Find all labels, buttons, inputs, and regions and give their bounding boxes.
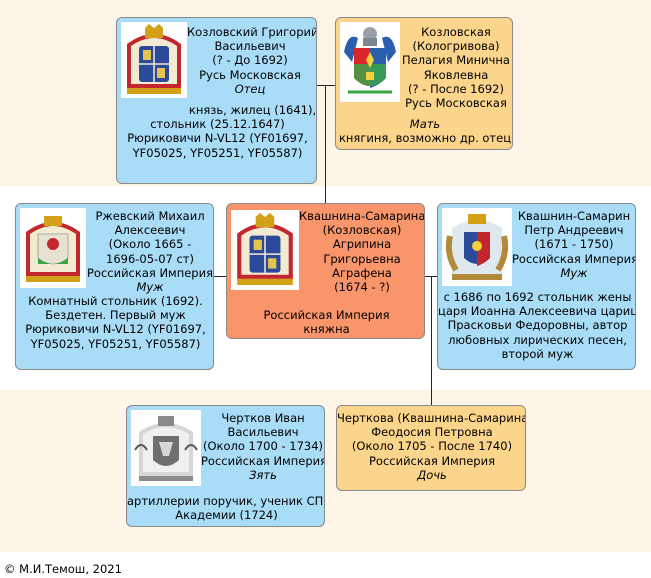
father-note-line4: YF05025, YF05251, YF05587)	[132, 145, 303, 160]
daughter-place: Российская Империя	[368, 453, 496, 468]
father-note-line3: Рюриковичи N-VL12 (YF01697,	[127, 131, 308, 146]
father-name-block: Козловский Григорий Васильевич (? - До 1…	[187, 25, 317, 96]
card-son-in-law[interactable]: Чертков Иван Васильевич (Около 1700 - 17…	[126, 405, 325, 527]
husband2-role: Муж	[560, 265, 588, 280]
parents-to-subject-line	[325, 85, 326, 204]
husband2-note-line2: царя Иоанна Алексеевича царицы	[438, 304, 636, 319]
soninlaw-notes: артиллерии поручик, ученик СПб Академии …	[127, 494, 325, 523]
husband2-notes: с 1686 по 1692 стольник жены царя Иоанна…	[438, 290, 636, 361]
mother-name-line3: Пелагия Минична	[402, 53, 510, 68]
father-notes: князь, жилец (1641), стольник (25.12.164…	[117, 103, 317, 160]
husband1-dates-line1: (Около 1665 -	[108, 237, 192, 252]
soninlaw-role: Зять	[249, 467, 277, 482]
mother-role: Мать	[409, 117, 441, 131]
husband2-note-line3: Прасковьи Федоровны, автор	[447, 318, 628, 333]
coat-of-arms-chertkov-icon	[131, 410, 201, 486]
husband1-name-line1: Ржевский Михаил	[95, 209, 205, 223]
daughter-text-block: Черткова (Квашнина-Самарина) Феодосия Пе…	[337, 411, 526, 482]
husband1-place: Российская Империя	[86, 265, 214, 280]
father-name-line2: Васильевич	[214, 39, 286, 54]
coat-of-arms-rzhevsky-icon	[20, 208, 86, 288]
father-note-line2: стольник (25.12.1647)	[150, 117, 285, 132]
husband1-note-line2: Бездетен. Первый муж	[45, 308, 186, 323]
mother-name-line1: Козловская	[421, 25, 491, 39]
coat-of-arms-kologrivov-icon	[340, 22, 400, 102]
mother-name-line4: Яковлевна	[423, 67, 489, 82]
soninlaw-note-line1: артиллерии поручик, ученик СПб	[127, 494, 325, 508]
father-dates: (? - До 1692)	[212, 53, 288, 68]
mother-note-line1: княгиня, возможно др. отец	[338, 131, 512, 146]
mother-notes: Мать княгиня, возможно др. отец	[336, 117, 512, 146]
copyright-notice: © М.И.Темош, 2021	[4, 562, 122, 576]
father-place: Русь Московская	[199, 67, 301, 82]
husband1-dates-line2: 1696-05-07 ст)	[106, 251, 194, 266]
subject-name-line4: Григорьевна	[323, 251, 401, 266]
daughter-role: Дочь	[417, 467, 447, 482]
child-connector-line	[431, 276, 432, 405]
husband1-note-line1: Комнатный стольник (1692).	[28, 294, 203, 308]
husband1-name-line2: Алексеевич	[114, 223, 186, 238]
soninlaw-place: Российская Империя	[201, 453, 325, 468]
subject-name-line3: Агрипина	[332, 237, 392, 252]
subject-place: Российская Империя	[263, 308, 390, 322]
spouse-connector-line-left	[214, 276, 226, 277]
subject-name-line2: (Козловская)	[322, 223, 402, 238]
father-name-line1: Козловский Григорий	[187, 25, 317, 39]
parents-connector-line	[317, 85, 335, 86]
daughter-dates: (Около 1705 - После 1740)	[351, 439, 513, 454]
subject-name-line5: Аграфена	[332, 265, 392, 280]
husband1-name-block: Ржевский Михаил Алексеевич (Около 1665 -…	[86, 209, 214, 295]
mother-place: Русь Московская	[405, 96, 507, 111]
husband2-name-block: Квашнин-Самарин Петр Андреевич (1671 - 1…	[512, 209, 636, 280]
husband1-role: Муж	[136, 280, 164, 295]
card-daughter[interactable]: Черткова (Квашнина-Самарина) Феодосия Пе…	[336, 405, 526, 491]
soninlaw-note-line2: Академии (1724)	[175, 508, 278, 523]
card-mother[interactable]: Козловская (Кологривова) Пелагия Минична…	[335, 17, 513, 150]
husband2-name-line1: Квашнин-Самарин	[517, 209, 631, 223]
soninlaw-name-line1: Чертков Иван	[221, 411, 305, 425]
husband2-note-line4: любовных лирических песен,	[448, 332, 627, 347]
card-subject[interactable]: Квашнина-Самарина (Козловская) Агрипина …	[226, 203, 425, 339]
mother-name-line2: (Кологривова)	[412, 39, 500, 54]
subject-note-line1: княжна	[303, 322, 350, 337]
coat-of-arms-kvashnin-samarin-icon	[442, 208, 512, 286]
husband2-dates: (1671 - 1750)	[534, 237, 614, 252]
husband2-note-line5: второй муж	[501, 346, 574, 361]
husband2-note-line1: с 1686 по 1692 стольник жены	[443, 290, 632, 304]
husband2-name-line2: Петр Андреевич	[524, 223, 624, 238]
subject-name-block: Квашнина-Самарина (Козловская) Агрипина …	[299, 209, 425, 295]
subject-name-line1: Квашнина-Самарина	[299, 209, 425, 223]
soninlaw-dates: (Около 1700 - 1734)	[202, 439, 324, 454]
soninlaw-name-block: Чертков Иван Васильевич (Около 1700 - 17…	[201, 411, 325, 482]
coat-of-arms-kozlovsky-icon	[231, 210, 299, 290]
daughter-name-line1: Черткова (Квашнина-Самарина)	[337, 411, 526, 425]
father-note-line1: князь, жилец (1641),	[188, 103, 317, 117]
husband2-place: Российская Империя	[512, 251, 636, 266]
husband1-notes: Комнатный стольник (1692). Бездетен. Пер…	[16, 294, 213, 351]
soninlaw-name-line2: Васильевич	[227, 425, 299, 440]
husband1-note-line3: Рюриковичи N-VL12 (YF01697,	[25, 322, 206, 337]
coat-of-arms-kozlovsky-icon	[121, 22, 187, 98]
card-father[interactable]: Козловский Григорий Васильевич (? - До 1…	[116, 17, 317, 184]
father-role: Отец	[234, 81, 266, 96]
subject-notes: Российская Империя княжна	[227, 308, 424, 337]
subject-dates: (1674 - ?)	[334, 280, 390, 295]
card-husband-kvashnin[interactable]: Квашнин-Самарин Петр Андреевич (1671 - 1…	[437, 203, 636, 370]
husband1-note-line4: YF05025, YF05251, YF05587)	[30, 336, 201, 351]
mother-name-block: Козловская (Кологривова) Пелагия Минична…	[400, 25, 512, 110]
descendants-band	[0, 390, 651, 552]
mother-dates: (? - После 1692)	[408, 81, 504, 96]
daughter-name-line2: Феодосия Петровна	[371, 425, 493, 440]
card-husband-rzhevsky[interactable]: Ржевский Михаил Алексеевич (Около 1665 -…	[15, 203, 214, 370]
